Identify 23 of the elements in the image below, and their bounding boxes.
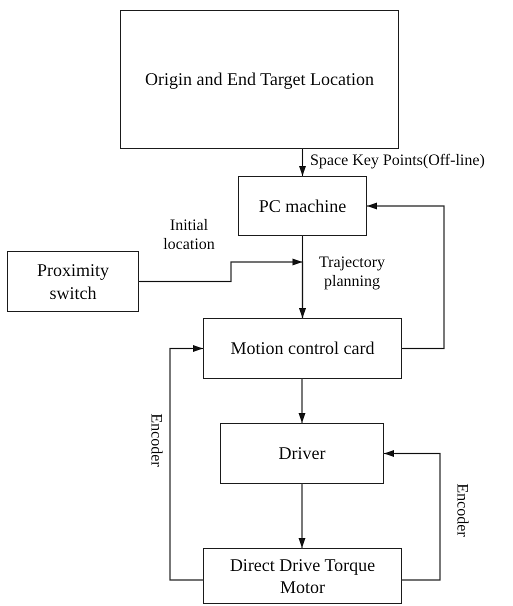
process-box: [203, 318, 402, 379]
arrow: [298, 379, 306, 423]
edge-label: Trajectory planning: [318, 253, 386, 292]
node-label: Origin and End Target Location: [144, 68, 374, 91]
arrow: [169, 345, 203, 581]
process-box: [203, 548, 402, 604]
arrow: [298, 484, 306, 548]
arrow: [299, 149, 306, 176]
node-label: Motion control card: [230, 337, 374, 360]
process-box: [7, 251, 139, 312]
edge-label: Initial location: [162, 216, 216, 254]
edge-label: Encoder: [146, 413, 166, 467]
process-box: [238, 176, 367, 236]
edge-label: Space Key Points(Off-line): [310, 151, 485, 170]
edge-label: Encoder: [452, 483, 472, 537]
node-label: Proximity switch: [36, 259, 110, 304]
process-box: [120, 10, 399, 149]
node-label: PC machine: [258, 194, 346, 218]
arrow: [384, 450, 441, 581]
node-label: Driver: [278, 442, 326, 465]
node-label: Direct Drive Torque Motor: [228, 554, 376, 598]
arrow: [367, 202, 445, 350]
process-box: [220, 423, 384, 484]
